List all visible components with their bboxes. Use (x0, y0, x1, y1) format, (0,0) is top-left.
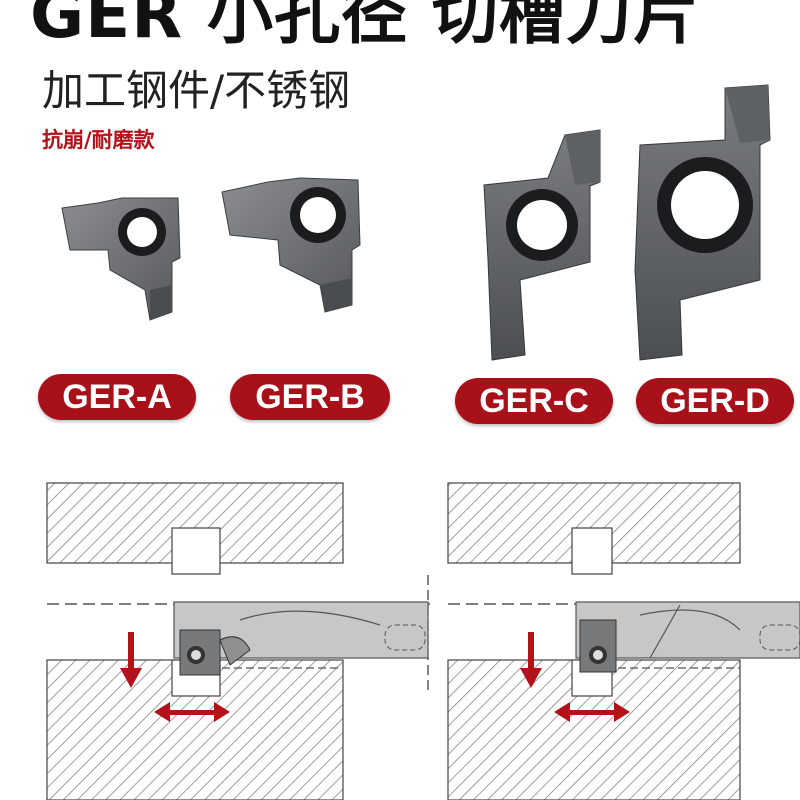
ger-c-insert-image (483, 129, 601, 361)
product-label-ger-b: GER-B (230, 374, 390, 420)
product-label-ger-d: GER-D (636, 378, 794, 424)
product-label-ger-a: GER-A (38, 374, 196, 420)
left-boring-diagram (46, 482, 430, 800)
ger-b-insert-image (221, 177, 361, 313)
ger-a-insert-image (61, 197, 181, 321)
double-arrow-icon (154, 702, 230, 722)
feature-tagline: 抗崩/耐磨款 (42, 128, 155, 152)
product-label-ger-c: GER-C (455, 378, 613, 424)
page-title: GER 小孔径 切槽刀片 (30, 0, 701, 53)
down-arrow-icon (520, 632, 542, 688)
page-subtitle: 加工钢件/不锈钢 (42, 66, 351, 115)
double-arrow-icon (554, 702, 630, 722)
ger-d-insert-image (634, 84, 771, 361)
down-arrow-icon (120, 632, 142, 688)
right-boring-diagram (447, 482, 800, 800)
